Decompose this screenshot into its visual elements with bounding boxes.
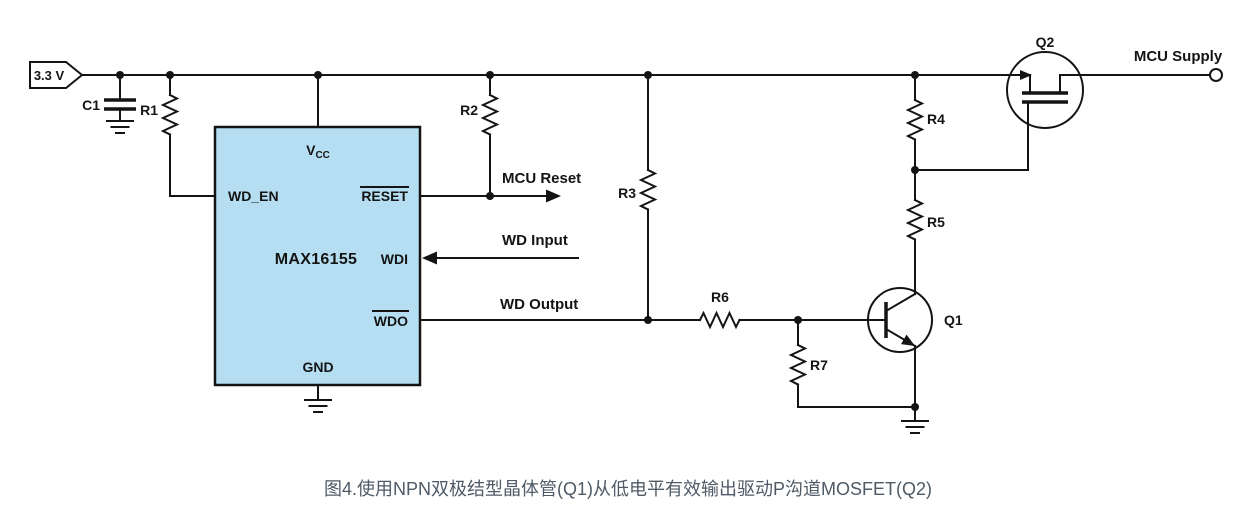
figure-caption: 图4.使用NPN双极结型晶体管(Q1)从低电平有效输出驱动P沟道MOSFET(Q… [324,479,932,499]
resistor-r2: R2 [460,74,500,197]
resistor-zigzag [160,93,180,136]
resistor-r3-label: R3 [618,185,636,201]
junction-dot [644,316,652,324]
emitter-arrow-icon [901,334,915,346]
capacitor-c1-label: C1 [82,97,100,113]
mcu-reset-label: MCU Reset [502,170,581,187]
signal-mcu-reset: MCU Reset [419,170,581,203]
pin-label-wdo: WDO [374,313,408,329]
ic-part-number: MAX16155 [275,251,357,268]
supply-3v3-flag: 3.3 V [29,61,84,89]
resistor-r7-label: R7 [810,357,828,373]
ic-body [213,125,422,387]
resistor-r4: R4 [905,74,945,171]
mosfet-body [1006,51,1084,129]
resistor-r6-label: R6 [711,289,729,305]
resistor-zigzag [638,168,658,211]
signal-wd-input: WD Input [422,232,579,265]
supply-flag-shape [29,61,84,89]
ground-symbol-c1 [106,120,134,134]
wd-output-label: WD Output [500,296,578,313]
resistor-r5-label: R5 [927,214,945,230]
signal-wd-output: WD Output [419,296,701,321]
transistor-q1-label: Q1 [944,312,963,328]
mosfet-q2: Q2 [1006,34,1084,129]
supply-voltage-label: 3.3 V [34,68,65,83]
output-terminal-icon [1209,68,1223,82]
resistor-r1-label: R1 [140,102,158,118]
wd-input-label: WD Input [502,232,568,249]
junction-dot [486,192,494,200]
resistor-zigzag [698,310,741,330]
pin-label-reset: RESET [361,188,408,204]
pin-label-vcc: VCC [306,142,330,161]
resistor-zigzag [905,198,925,241]
junction-dot [911,166,919,174]
pin-label-vcc-main: V [306,142,316,158]
resistor-zigzag [480,93,500,136]
ground-symbol-q1 [901,406,929,434]
ic-max16155: VCC WD_EN RESET MAX16155 WDI WDO GND [213,125,422,387]
junction-dots [116,71,919,411]
resistor-r6: R6 [698,289,869,330]
resistor-r1: R1 [140,74,216,197]
junction-dot [116,71,124,79]
arrow-left-icon [422,251,437,265]
junction-dot [486,71,494,79]
mcu-supply-label: MCU Supply [1134,48,1223,65]
arrow-right-icon [546,189,561,203]
pin-label-gnd: GND [302,359,333,375]
resistor-r5: R5 [905,169,945,295]
mosfet-arrow-icon [1020,70,1032,80]
resistor-r4-label: R4 [927,111,945,127]
junction-dot [911,403,919,411]
mosfet-q2-label: Q2 [1036,34,1055,50]
junction-dot [644,71,652,79]
junction-dot [314,71,322,79]
junction-dot [911,71,919,79]
junction-dot [166,71,174,79]
ground-symbol-ic [304,384,332,413]
mcu-supply-output: MCU Supply [1134,48,1223,82]
pin-label-wdi: WDI [381,251,408,267]
capacitor-c1: C1 [82,74,136,122]
pin-label-wd-en: WD_EN [228,188,279,204]
junction-dot [794,316,802,324]
resistor-r2-label: R2 [460,102,478,118]
resistor-r3: R3 [618,74,658,321]
collector-lead [884,292,917,313]
pin-label-vcc-sub: CC [315,150,329,161]
resistor-r7: R7 [788,319,828,408]
resistor-zigzag [788,343,808,386]
wire-segment [169,133,216,197]
resistor-zigzag [905,98,925,141]
